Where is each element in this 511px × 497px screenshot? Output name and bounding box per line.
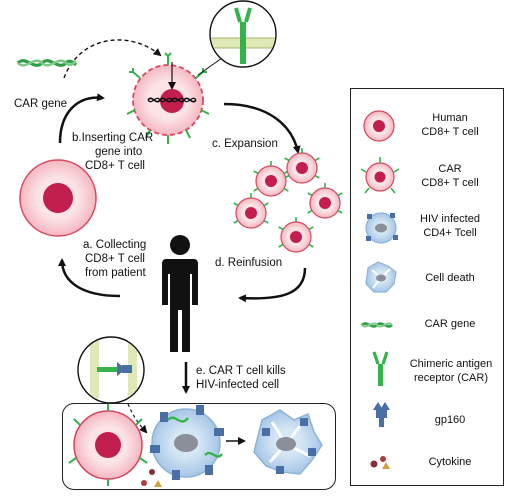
killing-scene-panel xyxy=(62,403,336,490)
expanded-car-t-cell xyxy=(278,217,314,253)
step-c-label: c. Expansion xyxy=(212,138,278,150)
step-a-line2: CD8+ T cell xyxy=(85,253,145,265)
step-b-line3: CD8+ T cell xyxy=(85,160,145,172)
legend-label-cytokine: Cytokine xyxy=(428,456,472,468)
arrow-c-to-d xyxy=(238,267,307,303)
car-t-killing-scene xyxy=(68,403,323,487)
legend-car-gene-icon xyxy=(361,322,393,328)
legend-label-car-receptor-2: receptor (CAR) xyxy=(414,372,488,384)
legend-gp160-icon xyxy=(373,402,390,427)
step-d-label: d. Reinfusion xyxy=(215,257,283,269)
legend-panel xyxy=(350,88,504,486)
legend-car-cd8-t-cell-icon xyxy=(360,157,400,194)
arrow-d-to-a xyxy=(58,258,121,298)
legend-label-car-receptor-1: Chimeric antigen xyxy=(409,358,493,370)
step-b-line2: gene into xyxy=(95,146,143,158)
legend-label-hiv-2: CD4+ Tcell xyxy=(423,227,477,239)
car-membrane-zoom xyxy=(197,0,277,76)
legend-label-human-2: CD8+ T cell xyxy=(421,126,479,138)
arrow-b-to-c xyxy=(223,102,301,154)
arrow-a-to-b xyxy=(58,93,105,144)
legend-hiv-infected-cell-icon xyxy=(365,212,398,244)
legend-label-car-gene: CAR gene xyxy=(424,318,476,330)
legend-label-hiv-1: HIV infected xyxy=(420,213,480,225)
step-e-line1: e. CAR T cell kills xyxy=(196,365,286,377)
legend-label-car-1: CAR xyxy=(438,163,462,175)
step-a-line3: from patient xyxy=(85,267,146,279)
legend-label-cell-death: Cell death xyxy=(425,272,475,284)
legend-label-car-2: CD8+ T cell xyxy=(421,177,479,189)
car-gp160-binding-zoom xyxy=(77,336,148,434)
step-e-line2: HIV-infected cell xyxy=(196,379,280,391)
expanded-car-t-cells xyxy=(233,148,343,253)
legend-label-human-1: Human xyxy=(432,112,468,124)
legend-cell-death-icon xyxy=(365,261,397,293)
step-b-line1: b.Inserting CAR xyxy=(72,132,154,144)
step-a-line1: a. Collecting xyxy=(83,239,147,251)
expanded-car-t-cell xyxy=(233,193,269,229)
car-gene-icon xyxy=(16,59,78,67)
car-insertion-cell xyxy=(126,52,210,144)
collected-cd8-t-cell xyxy=(19,159,97,237)
expanded-car-t-cell xyxy=(253,161,289,197)
legend-chimeric-antigen-receptor-icon xyxy=(372,351,389,386)
legend-cytokine-icon xyxy=(370,456,390,469)
patient-silhouette-icon xyxy=(162,235,198,352)
car-gene-label: CAR gene xyxy=(14,98,68,110)
legend-label-gp160: gp160 xyxy=(434,414,466,426)
legend-human-cd8-t-cell-icon xyxy=(363,110,395,142)
expanded-car-t-cell xyxy=(307,183,343,219)
expanded-car-t-cell xyxy=(284,148,320,184)
